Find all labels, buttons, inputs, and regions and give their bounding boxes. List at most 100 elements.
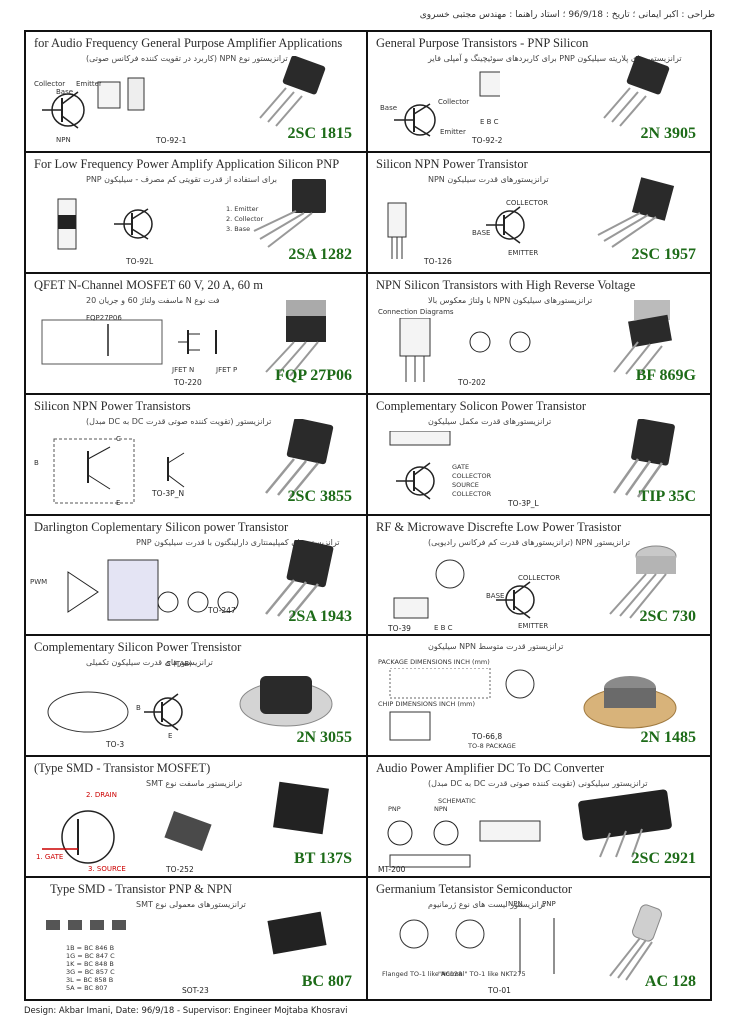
label-base: 3. Base [226,224,251,233]
code-3g: 3G = BC 857 C [66,968,115,977]
cell-2sc1815: for Audio Frequency General Purpose Ampl… [26,32,368,153]
label-emitter: Emitter [76,80,102,88]
label-pnp: PNP [388,805,401,814]
mosfet-circuit-icon [41,319,217,365]
part-number: 2SC 730 [639,608,696,626]
cell-title: QFET N-Channel MOSFET 60 V, 20 A, 60 m [34,277,263,292]
cell-title: For Low Frequency Power Amplify Applicat… [34,156,340,171]
cell-subtitle: برای استفاده از قدرت تقویتی کم مصرف - سی… [86,174,278,184]
to247-photo-icon [265,539,334,619]
cell-title: Silicon NPN Power Transistor [376,156,528,171]
package-label: TO-220 [174,377,202,387]
label-e: E [168,732,173,741]
part-number: 2SA 1282 [288,245,352,263]
cell-title: Silicon NPN Power Transistors [34,398,191,413]
cell-subtitle: ترانزیستور سیلیکونی (تقویت کننده صوتی قد… [428,779,648,789]
label-chip-dims: CHIP DIMENSIONS INCH (mm) [378,700,476,709]
label-source: 3. SOURCE [88,865,126,874]
label-c-tab: C (TAB) [166,660,192,669]
label-fqp27p06: FQP27P06 [86,313,122,322]
part-number: 2SC 1957 [631,245,696,263]
part-number: FQP 27P06 [275,366,352,384]
cell-title: General Purpose Transistors - PNP Silico… [376,36,589,50]
npn-power-diagram-icon [387,202,525,259]
label-collector: COLLECTOR [452,471,492,480]
to8-photo-icon [583,676,677,729]
part-number: AC 128 [644,973,696,990]
cell-2n3055: Complementary Silicon Power Trensistor ت… [26,636,368,758]
label-ebc: E B C [434,623,453,632]
part-number: BT 137S [294,850,352,868]
label-base: Base [380,104,398,112]
part-number: 2SC 3855 [287,487,352,505]
npn-power-diagram-icon [389,430,451,500]
cell-title: (Type SMD - Transistor MOSFET) [34,761,211,776]
label-pwm: PWM [30,577,48,586]
label-gate: 1. GATE [36,853,64,862]
package-label: TO-3P_N [152,488,185,498]
code-3l: 3L = BC 858 B [66,976,114,985]
package-label: TO-92-2 [472,136,503,145]
cell-subtitle: ترانزیستورهای قدرت مکمل سیلیکون [428,416,552,426]
code-1k: 1K = BC 848 B [66,960,114,969]
label-jfet-n: JFET N [172,365,195,374]
footer-credit: Design: Akbar Imani, Date: 96/9/18 - Sup… [24,1006,348,1016]
to39-photo-icon [609,545,677,619]
sot23-parts-icon [46,920,126,931]
cell-subtitle: ترانزیستور لیست های نوع ژرمانیوم [428,900,546,910]
cell-subtitle: ترانزیستورهای قدرت سیلیکون تکمیلی [86,658,213,668]
darlington-circuit-icon [67,559,239,620]
label-gate: GATE [452,462,470,471]
cell-title: Germanium Tetansistor Semiconductor [376,882,573,897]
label-package-dims: PACKAGE DIMENSIONS INCH (mm) [378,658,490,667]
cell-title: Complementary Silicon Power Trensistor [34,640,242,655]
label-b: B [136,704,141,713]
part-number: BF 869G [635,366,696,384]
label-connection: Connection Diagrams [378,307,454,316]
mosfet-symbol-icon [42,810,212,864]
label-flanged: Flanged TO-1 like AC128 [382,970,463,979]
label-c: C [116,434,121,443]
package-label: TO-39 [388,623,411,633]
cell-subtitle: ترانزیستور قدرت متوسط NPN سیلیکون [428,642,564,652]
cell-title: Complementary Solicon Power Transistor [376,398,587,413]
cell-title: RF & Microwave Discrefte Low Power Trasi… [376,519,622,534]
complementary-schematic-icon [387,820,541,868]
part-number: 2SC 1815 [287,124,352,142]
cell-subtitle: ترانزیستور نوع NPN (کاربرد در تقویت کنند… [86,54,288,63]
to3p-photo-icon [265,418,334,498]
package-label: TO-3P_L [508,498,539,508]
cell-2sc2921: Audio Power Amplifier DC To DC Converter… [368,757,710,879]
to92-photo-icon [603,56,670,127]
label-source: SOURCE [452,480,479,489]
cell-subtitle: ترانزیستورهای سیلیکون NPN با ولتاژ معکوس… [428,295,593,305]
label-base: BASE [486,591,505,600]
cell-title: for Audio Frequency General Purpose Ampl… [34,36,343,50]
package-label: TO-01 [488,986,511,996]
cell-subtitle: ترانزیستورهای کمپلیمنتاری دارلینگتون با … [136,537,340,547]
cell-2n1485: ترانزیستور قدرت متوسط NPN سیلیکون PACKAG… [368,636,710,758]
package-label: TO-247 [208,605,236,615]
cell-subtitle: ترانزیستورهای قدرت سیلیکون NPN [428,174,549,184]
package-label: TO-92-1 [156,136,187,145]
label-emitter: EMITTER [508,248,539,257]
connection-diagram-icon [399,317,531,382]
cell-2n3905: General Purpose Transistors - PNP Silico… [368,32,710,153]
to3pl-photo-icon [612,418,675,498]
label-b: B [34,458,39,467]
cell-subtitle: ترانزیستور NPN (ترانزیستورهای قدرت کم فر… [428,537,631,547]
to1-photo-icon [609,904,662,981]
label-npn: NPN [434,805,448,814]
cell-subtitle: ترانزیستور های پلاریته سیلیکون PNP برای … [428,54,682,63]
cell-title: Audio Power Amplifier DC To DC Converter [376,761,605,776]
label-collector: 2. Collector [226,214,264,223]
label-to8: TO-8 PACKAGE [468,742,516,751]
label-base: Base [56,88,74,96]
to3-photo-icon [239,676,333,727]
cell-bt137s: (Type SMD - Transistor MOSFET) ترانزیستو… [26,757,368,879]
cell-ac128: Germanium Tetansistor Semiconductor تران… [368,878,710,999]
label-emitter: 1. Emitter [226,204,259,213]
to252-photo-icon [273,781,329,835]
package-label: MT-200 [378,865,406,875]
cell-bf869g: NPN Silicon Transistors with High Revers… [368,273,710,395]
